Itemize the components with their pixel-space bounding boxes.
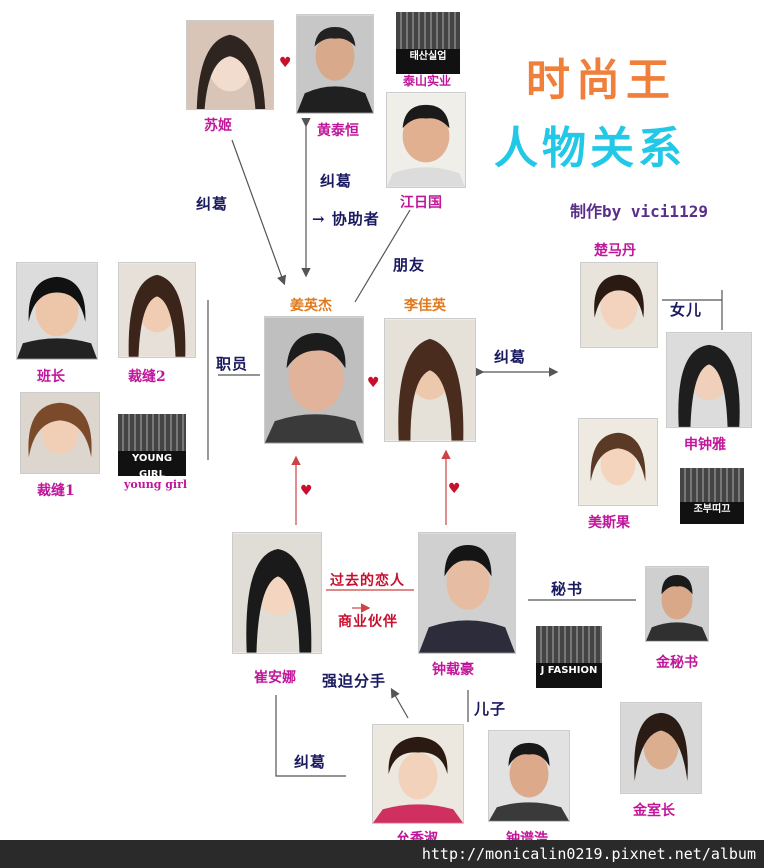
name-zhongzaihao: 钟载豪 [432,662,474,678]
name-banzhang: 班长 [37,369,65,385]
photo-zhongpuhao [488,730,570,822]
logo-chobupiko: 조부띠끄 [680,468,744,524]
name-caifeng2: 裁缝2 [128,369,166,385]
photo-zhongzaihao [418,532,516,654]
rel-nuer: 女儿 [670,301,703,319]
logo-taishan: 태산실업 [396,12,460,74]
rel-pengyou: 朋友 [393,256,426,274]
photo-huangtaiheng [296,14,374,114]
label-taishan: 泰山实业 [403,74,452,88]
watermark-url: http://monicalin0219.pixnet.net/album [0,840,764,868]
rel-jiuge-suji: 纠葛 [196,195,229,213]
name-jiangyingjie: 姜英杰 [290,298,332,314]
photo-chumadan [580,262,658,348]
photo-banzhang [16,262,98,360]
rel-mishu: 秘书 [551,580,584,598]
rel-zhiyuan: 职员 [216,355,249,373]
line-suji-jiangyingjie [231,139,287,286]
rel-xiezhuzhe: → 协助者 [312,210,380,228]
heart-zhongzaihao: ♥ [448,481,461,497]
photo-caifeng2 [118,262,196,358]
name-caifeng1: 裁缝1 [37,483,75,499]
photo-jinshizhang [620,702,702,794]
photo-jiangriguo [386,92,466,188]
rel-shangye: 商业伙伴 [338,614,398,630]
rel-erzi: 儿子 [474,700,507,718]
photo-yunxiangshu [372,724,464,824]
name-huangtaiheng: 黄泰恒 [317,123,359,139]
name-jinshizhang: 金室长 [633,803,675,819]
name-shenzhongya: 申钟雅 [684,437,726,453]
rel-qiangpo: 强迫分手 [322,672,387,690]
name-cuianna: 崔安娜 [254,670,296,686]
photo-shenzhongya [666,332,752,428]
name-jinmishu: 金秘书 [656,655,698,671]
photo-jiangyingjie [264,316,364,444]
logo-jfashion: J FASHION [536,626,602,688]
photo-suji [186,20,274,110]
name-jiangriguo: 江日国 [400,195,442,211]
rel-guoqu: 过去的恋人 [330,573,405,589]
name-suji: 苏姬 [204,118,232,134]
logo-younggirl: YOUNG GIRL [118,414,186,476]
name-chumadan: 楚马丹 [594,243,636,259]
photo-meisiguo [578,418,658,506]
label-younggirl: young girl [124,478,188,491]
credit: 制作by vici1129 [570,202,708,221]
heart-suji-huang: ♥ [279,55,292,71]
rel-jiuge-bottom: 纠葛 [294,753,327,771]
heart-cuianna: ♥ [300,483,313,499]
title-main: 时尚王 [526,55,676,106]
photo-cuianna [232,532,322,654]
heart-jiang-li: ♥ [367,375,380,391]
name-meisiguo: 美斯果 [588,515,630,531]
title-sub: 人物关系 [494,123,686,174]
line-qiangpo [390,687,409,719]
rel-jiuge-li-chu: 纠葛 [494,348,527,366]
photo-liyijia [384,318,476,442]
name-liyijia: 李佳英 [404,298,446,314]
photo-caifeng1 [20,392,100,474]
rel-jiuge-huang: 纠葛 [320,172,353,190]
photo-jinmishu [645,566,709,642]
